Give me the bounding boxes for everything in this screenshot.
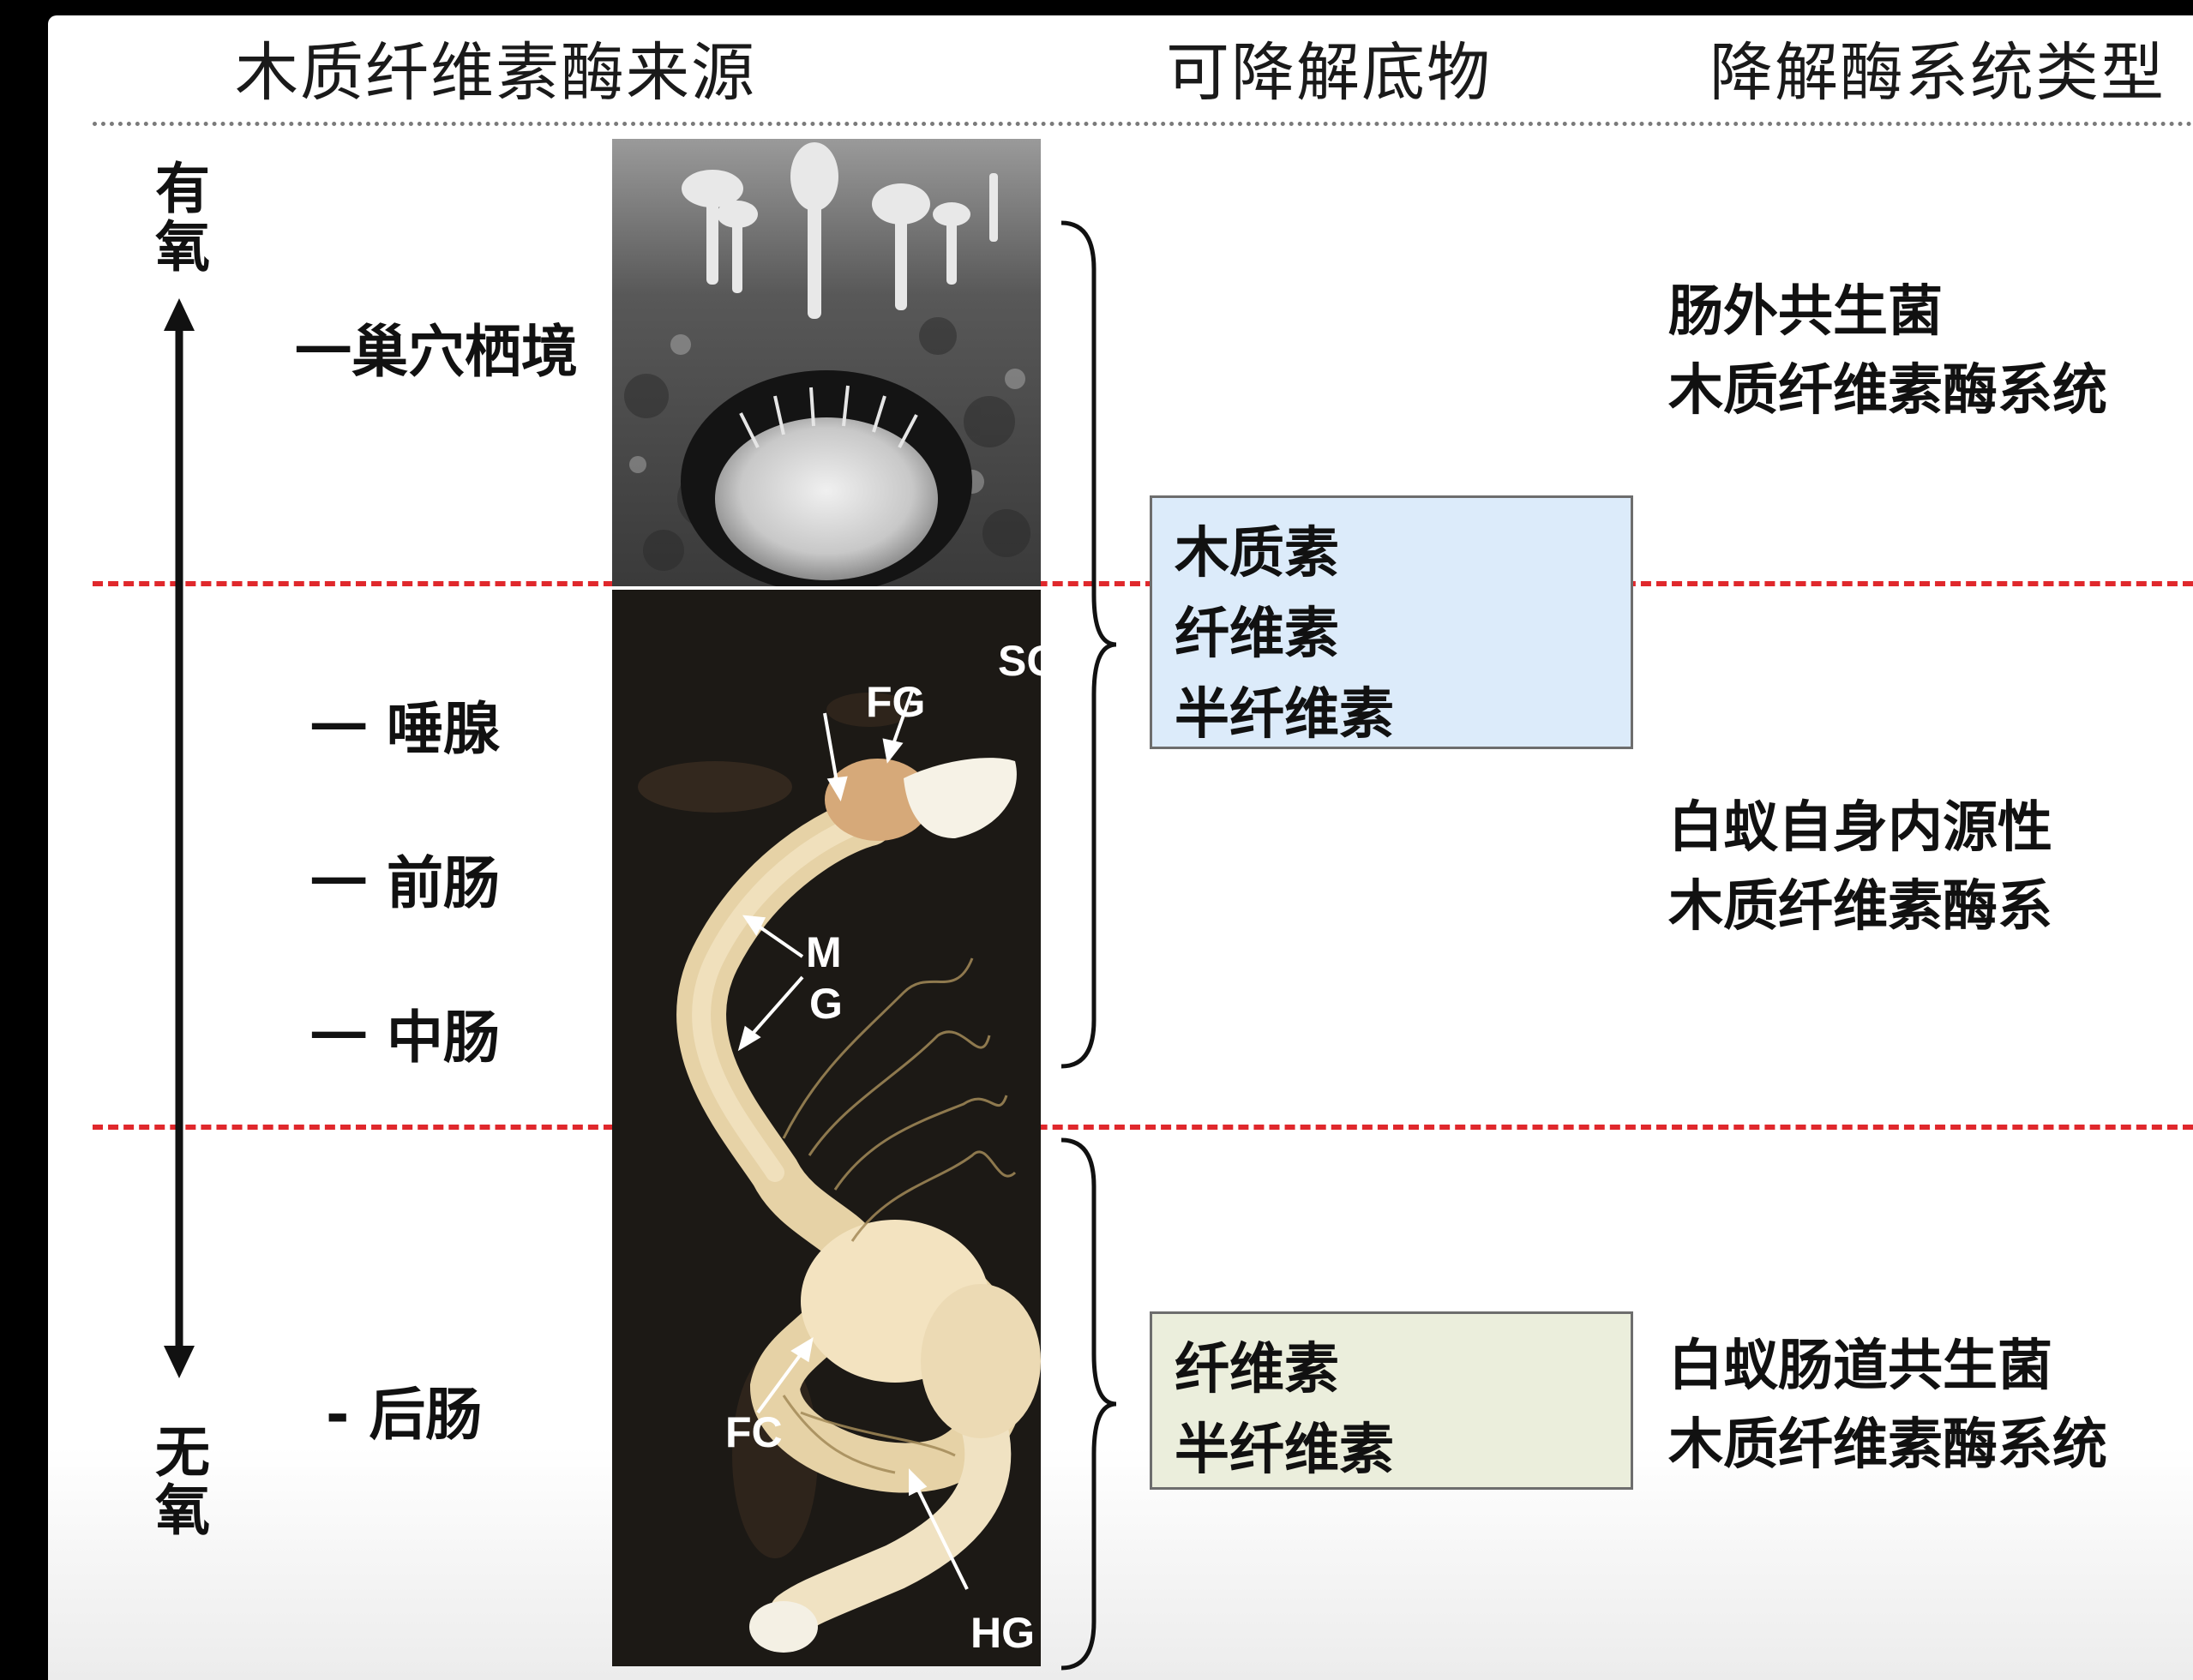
source-label-salivary-gland: 一 唾腺: [310, 696, 500, 762]
brace-upper: [1060, 220, 1117, 1069]
anaerobic-label: 无氧: [146, 1423, 209, 1539]
gut-label-mg-g: G: [809, 980, 843, 1028]
substrate-box-lower: 纤维素 半纤维素: [1150, 1311, 1633, 1490]
header-source: 木质纤维素酶来源: [235, 36, 756, 110]
system-type-external: 肠外共生菌 木质纤维素酶系统: [1668, 273, 2107, 430]
zone-divider-lower: [93, 1125, 2193, 1130]
gut-label-mg-m: M: [806, 928, 842, 976]
substrate-lignin: 木质素: [1175, 522, 1339, 585]
source-label-foregut: 一 前肠: [310, 850, 500, 916]
aerobic-label: 有氧: [146, 159, 209, 276]
system-type-endogenous: 白蚁自身内源性 木质纤维素酶系: [1668, 789, 2052, 946]
substrate-hemicellulose-lower: 半纤维素: [1175, 1419, 1394, 1482]
gut-label-sg: SG: [998, 637, 1060, 685]
system-type-endogenous-line1: 白蚁自身内源性: [1668, 796, 2052, 860]
fungus-comb-nest-photo: [612, 139, 1041, 586]
termite-gut-dissection-photo: [612, 590, 1041, 1666]
oxygen-gradient-arrow: [164, 298, 195, 1378]
gut-annotation-arrows: [737, 690, 969, 1590]
system-type-external-line1: 肠外共生菌: [1668, 280, 1943, 344]
gut-label-fg: FG: [866, 678, 926, 726]
zone-divider-upper: [93, 581, 2193, 586]
source-label-nest: 一巢穴栖境: [295, 319, 578, 385]
source-label-hindgut: - 后肠: [326, 1382, 483, 1448]
system-type-gut-symbiont: 白蚁肠道共生菌 木质纤维素酶系统: [1668, 1327, 2107, 1485]
gut-label-hg: HG: [970, 1609, 1035, 1657]
system-type-endogenous-line2: 木质纤维素酶系: [1668, 875, 2052, 939]
system-type-gut-symbiont-line1: 白蚁肠道共生菌: [1668, 1335, 2052, 1398]
source-label-midgut: 一 中肠: [310, 1005, 500, 1071]
slide: 木质纤维素酶来源 可降解底物 降解酶系统类型 有氧 无氧 一巢穴栖境 一 唾腺 …: [48, 15, 2193, 1680]
gut-label-fc: FC: [725, 1408, 783, 1456]
system-type-external-line2: 木质纤维素酶系统: [1668, 359, 2107, 423]
header-divider: [93, 122, 2193, 126]
substrate-box-upper: 木质素 纤维素 半纤维素: [1150, 495, 1633, 749]
header-substrate: 可降解底物: [1166, 36, 1492, 110]
brace-lower: [1060, 1137, 1117, 1671]
substrate-cellulose: 纤维素: [1175, 603, 1339, 666]
substrate-hemicellulose: 半纤维素: [1175, 683, 1394, 747]
header-system-type: 降解酶系统类型: [1709, 36, 2166, 110]
system-type-gut-symbiont-line2: 木质纤维素酶系统: [1668, 1413, 2107, 1477]
substrate-cellulose-lower: 纤维素: [1175, 1338, 1339, 1401]
